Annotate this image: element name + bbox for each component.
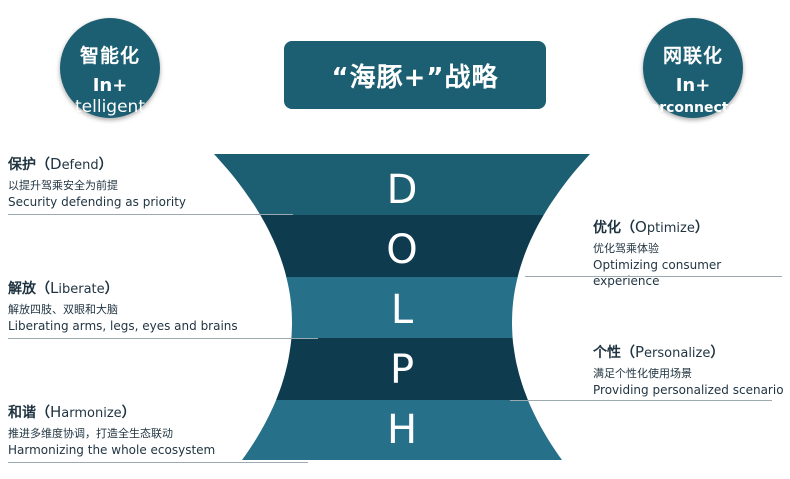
funnel-segment-l [286,277,518,338]
divider-personalize [510,400,772,401]
strategy-title-box: “海豚+”战略 [284,41,546,109]
intelligent-line1: In+ [92,75,128,96]
intelligent-circle: 智能化 In+ telligent [60,18,160,118]
item-liberate-desc-cn: 解放四肢、双眼和大脑 [8,303,118,316]
interconnected-circle: 网联化 In+ terconnected [643,18,748,118]
item-optimize-heading: 优化（Optimize） [593,218,709,236]
item-personalize: 个性（Personalize） 满足个性化使用场景 Providing pers… [593,344,784,398]
item-personalize-desc-en: Providing personalized scenario [593,383,784,397]
funnel-letter-d: D [387,167,418,213]
divider-liberate [8,338,318,339]
funnel-letter-p: P [390,347,414,393]
strategy-title: “海豚+”战略 [331,62,499,93]
funnel-letter-h: H [387,407,417,453]
divider-optimize [525,276,782,277]
item-liberate: 解放（Liberate） 解放四肢、双眼和大脑 Liberating arms,… [8,280,238,334]
intelligent-line2: telligent [75,97,145,117]
divider-defend [8,214,293,215]
item-harmonize: 和谐（Harmonize） 推进多维度协调，打造全生态联动 Harmonizin… [8,404,215,458]
item-liberate-desc-en: Liberating arms, legs, eyes and brains [8,319,238,333]
item-defend-heading: 保护（Defend） [8,155,113,173]
item-defend: 保护（Defend） 以提升驾乘安全为前提 Security defending… [8,156,186,210]
funnel-letter-l: L [391,287,414,333]
item-personalize-heading: 个性（Personalize） [593,343,725,361]
item-harmonize-heading: 和谐（Harmonize） [8,403,136,421]
interconnected-line2: terconnected [643,100,748,116]
interconnected-line1: In+ [675,75,711,96]
item-liberate-heading: 解放（Liberate） [8,279,119,297]
funnel-segment-h [242,400,562,460]
funnel-letter-o: O [386,227,417,273]
item-personalize-desc-cn: 满足个性化使用场景 [593,367,692,380]
intelligent-cn: 智能化 [79,45,140,67]
item-optimize-desc-en: Optimizing consumer experience [593,258,722,288]
item-defend-desc-cn: 以提升驾乘安全为前提 [8,179,118,192]
item-harmonize-desc-cn: 推进多维度协调，打造全生态联动 [8,427,173,440]
funnel-segment-d [214,154,590,215]
item-harmonize-desc-en: Harmonizing the whole ecosystem [8,443,216,457]
item-defend-desc-en: Security defending as priority [8,195,187,209]
item-optimize: 优化（Optimize） 优化驾乘体验 Optimizing consumer … [593,219,790,289]
item-optimize-desc-cn: 优化驾乘体验 [593,242,659,255]
funnel-segment-p [276,338,528,400]
interconnected-cn: 网联化 [662,45,723,67]
funnel-segment-o [260,215,544,277]
divider-harmonize [8,462,308,463]
